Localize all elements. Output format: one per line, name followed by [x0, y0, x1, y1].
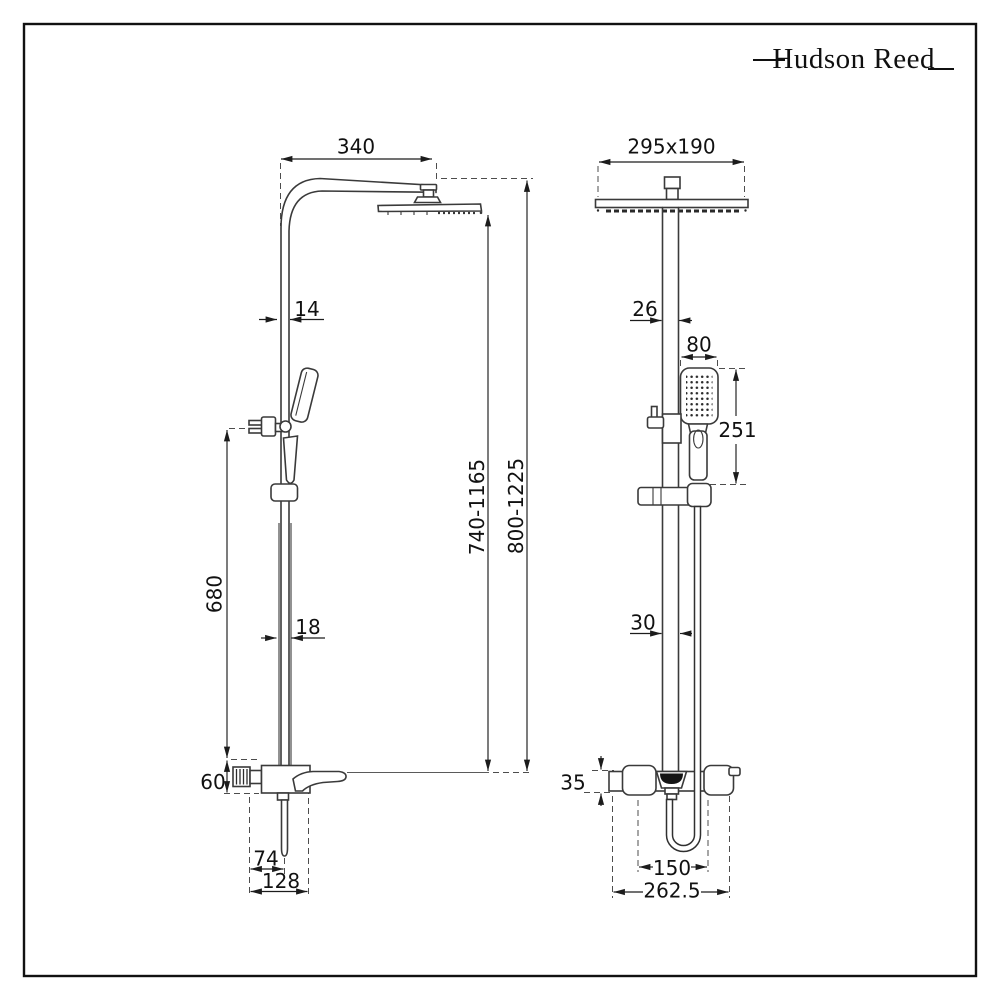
valve-union-right: [703, 764, 735, 796]
nozzle-dot: [744, 209, 747, 212]
handset-handle-side: [282, 435, 299, 485]
riser-pipe-outer: [280, 177, 437, 767]
holder-prong: [248, 419, 263, 426]
head-connector: [665, 187, 679, 201]
handset-side: [248, 367, 319, 502]
dim-handset-length-label: 251: [718, 418, 756, 442]
valve-knob-knurl: [235, 769, 248, 785]
hose-connector-side: [276, 792, 290, 801]
hose-connector-front: [664, 787, 680, 795]
front-view: 295x190 26 80 251 30 35 150 262.5: [560, 135, 756, 903]
head-connector: [663, 176, 681, 190]
hose-loop-side: [280, 799, 289, 857]
head-connector: [419, 183, 438, 191]
nozzle-dot: [596, 209, 600, 212]
riser-pipe-inner: [288, 190, 431, 767]
valve-knob-stem: [249, 769, 263, 785]
outlet-fitting: [728, 766, 741, 777]
side-view: 340 14 680 18 60 74 128 740-1165 800-122…: [200, 135, 533, 897]
handset-head-side: [290, 367, 319, 423]
handset-wand: [290, 367, 319, 423]
dim-valve-width-label: 262.5: [643, 879, 700, 903]
handset-handle-front: [688, 430, 708, 481]
rail-bracket: [661, 413, 682, 444]
holder-pivot: [279, 420, 292, 433]
page-border: [22, 22, 978, 978]
dim-upper-tube-label: 26: [632, 297, 657, 321]
holder-prong: [248, 427, 263, 434]
handset-head-edge: [295, 371, 308, 416]
dim-lower-tube-label: 18: [295, 615, 320, 639]
dim-inlet-centres-label: 150: [653, 856, 691, 880]
front-view-dimension-lines: [584, 158, 747, 898]
handset-front: [637, 367, 719, 508]
head-nozzles-side: [387, 211, 483, 215]
dim-spout-projection-label: 74: [253, 847, 278, 871]
handset-mode-button: [693, 429, 704, 449]
dim-handset-height-label: 740-1165: [465, 459, 489, 555]
spout-side: [292, 770, 347, 792]
logo-text: Hudson Reed: [772, 43, 935, 75]
handset-spray-face: [686, 374, 713, 418]
riser-column-side: [278, 177, 437, 767]
slider-clamp-front: [637, 486, 694, 506]
shower-hose: [665, 505, 702, 853]
diverter-lever-pin: [650, 405, 658, 419]
dim-valve-height-label: 35: [560, 771, 585, 795]
dim-arm-projection-label: 340: [337, 135, 375, 159]
dim-handset-width-label: 80: [686, 333, 711, 357]
head-connector: [422, 189, 435, 198]
dim-lower-tube-label: 30: [630, 611, 655, 635]
handle-hose-nut: [686, 482, 712, 508]
spout-front-opening: [660, 773, 683, 784]
valve-front: [608, 505, 741, 853]
slider-clamp-side: [270, 483, 299, 502]
shower-head-front: [594, 176, 749, 213]
valve-side: [232, 764, 347, 857]
valve-union-left: [621, 764, 657, 796]
dim-overall-projection-label: 128: [262, 869, 300, 893]
dim-valve-depth-label: 60: [200, 770, 225, 794]
diverter-lever-body: [646, 416, 665, 429]
brand-logo: Hudson Reed: [753, 45, 954, 74]
logo-left-rule: [753, 59, 786, 61]
dim-head-plate-label: 295x190: [627, 135, 715, 159]
head-connector-flare: [413, 196, 442, 204]
holder-knob: [260, 416, 277, 437]
shower-head-side: [377, 183, 483, 215]
head-plate-front: [594, 198, 749, 209]
head-plate-side: [377, 203, 483, 213]
dim-rail-length-label: 680: [203, 575, 227, 613]
dim-upper-tube-label: 14: [294, 297, 319, 321]
dim-overall-height-label: 800-1225: [504, 458, 528, 554]
logo-right-rule: [928, 68, 954, 70]
hose-connector-front: [666, 793, 678, 801]
